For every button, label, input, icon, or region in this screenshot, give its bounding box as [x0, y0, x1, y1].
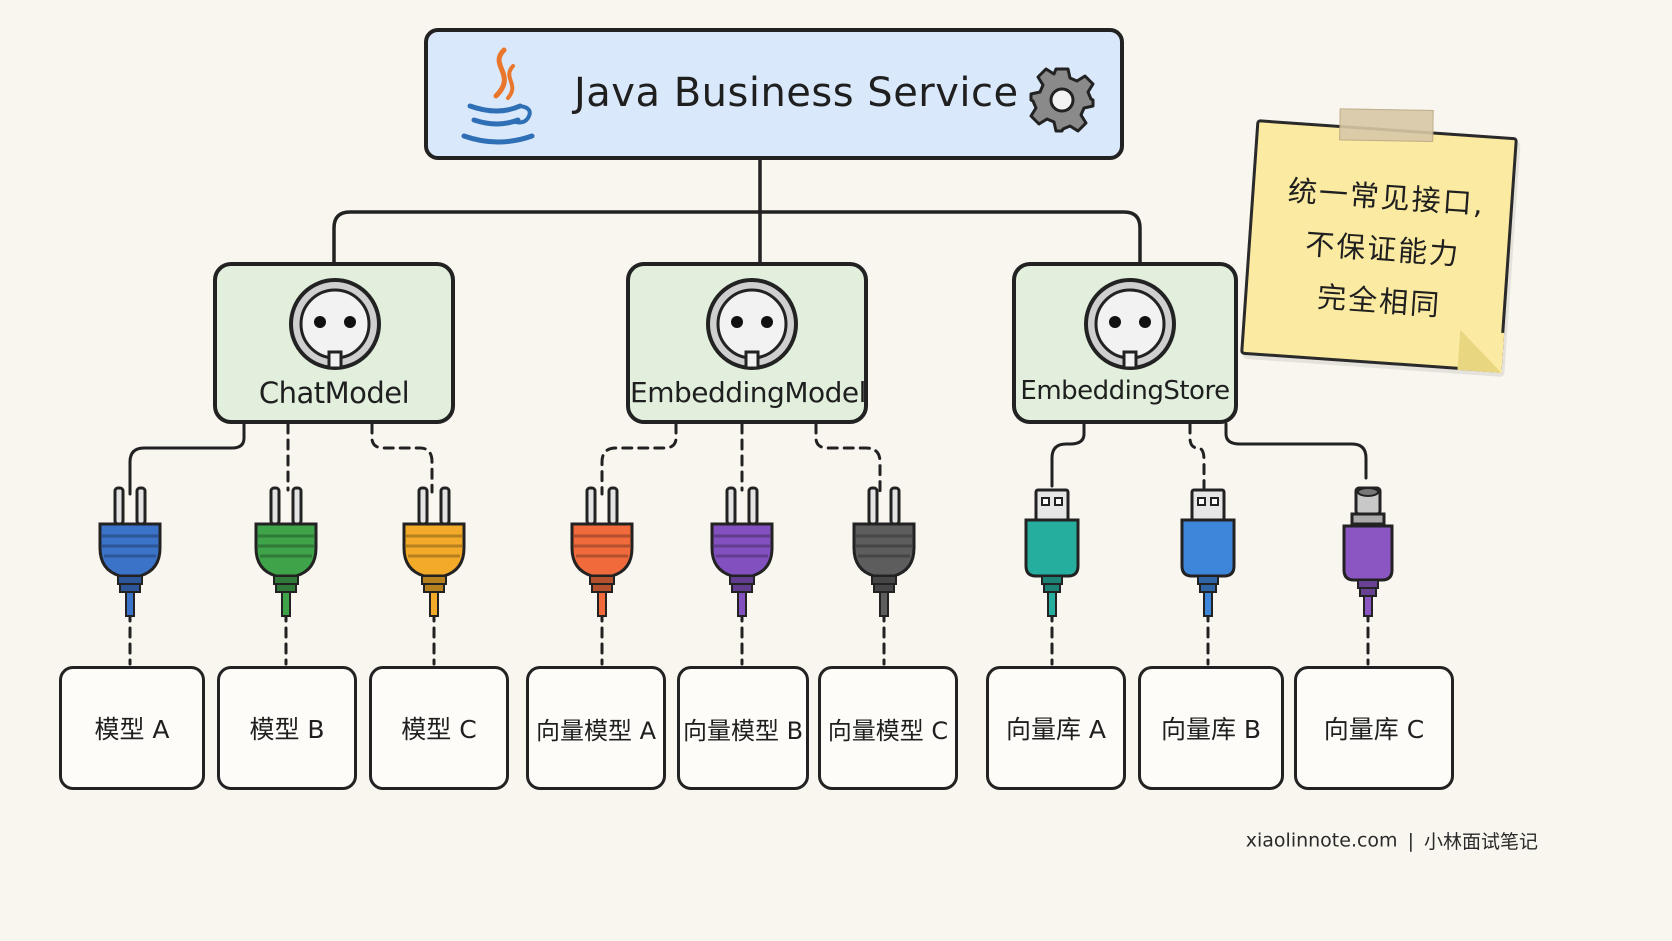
embedding-store-interface-box: EmbeddingStore	[1012, 262, 1238, 424]
watermark-site: xiaolinnote.com	[1245, 829, 1398, 852]
java-business-service-box: Java Business Service	[424, 28, 1124, 160]
java-logo-icon	[461, 47, 535, 145]
usb-plug-icon	[1180, 488, 1236, 617]
watermark-name: 小林面试笔记	[1423, 831, 1538, 853]
sticky-note: 统一常见接口, 不保证能力 完全相同	[1240, 108, 1518, 373]
note-text: 统一常见接口, 不保证能力 完全相同	[1268, 164, 1498, 335]
plug-icon	[402, 486, 466, 617]
usb-plug-icon	[1024, 488, 1080, 617]
plug-icon	[710, 486, 774, 617]
connector-wires	[128, 158, 1370, 666]
plug-icon	[98, 486, 162, 617]
impl-box-vector-store-a: 向量库 A	[986, 666, 1126, 790]
chat-model-label: ChatModel	[258, 376, 410, 410]
impl-box-embedding-model-b: 向量模型 B	[677, 666, 809, 790]
socket-icon	[706, 278, 798, 370]
tape-decoration	[1339, 108, 1434, 143]
gear-icon	[1029, 67, 1095, 133]
chat-model-interface-box: ChatModel	[213, 262, 455, 424]
socket-icon	[1084, 278, 1176, 370]
embedding-model-interface-box: EmbeddingModel	[626, 262, 868, 424]
impl-box-embedding-model-c: 向量模型 C	[818, 666, 958, 790]
impl-box-model-b: 模型 B	[217, 666, 357, 790]
plug-icon	[570, 486, 634, 617]
impl-box-model-c: 模型 C	[369, 666, 509, 790]
round-plug-icon	[1342, 486, 1394, 617]
plug-icon	[254, 486, 318, 617]
embedding-model-label: EmbeddingModel	[630, 376, 866, 409]
impl-box-model-a: 模型 A	[59, 666, 205, 790]
impl-box-embedding-model-a: 向量模型 A	[526, 666, 666, 790]
service-title: Java Business Service	[574, 70, 1019, 116]
impl-box-vector-store-b: 向量库 B	[1138, 666, 1284, 790]
impl-box-vector-store-c: 向量库 C	[1294, 666, 1454, 790]
note-folded-corner	[1457, 329, 1505, 373]
watermark-separator: |	[1407, 829, 1414, 852]
watermark: xiaolinnote.com | 小林面试笔记	[1246, 827, 1538, 854]
plug-icon	[852, 486, 916, 617]
embedding-store-label: EmbeddingStore	[1020, 376, 1230, 406]
socket-icon	[289, 278, 381, 370]
